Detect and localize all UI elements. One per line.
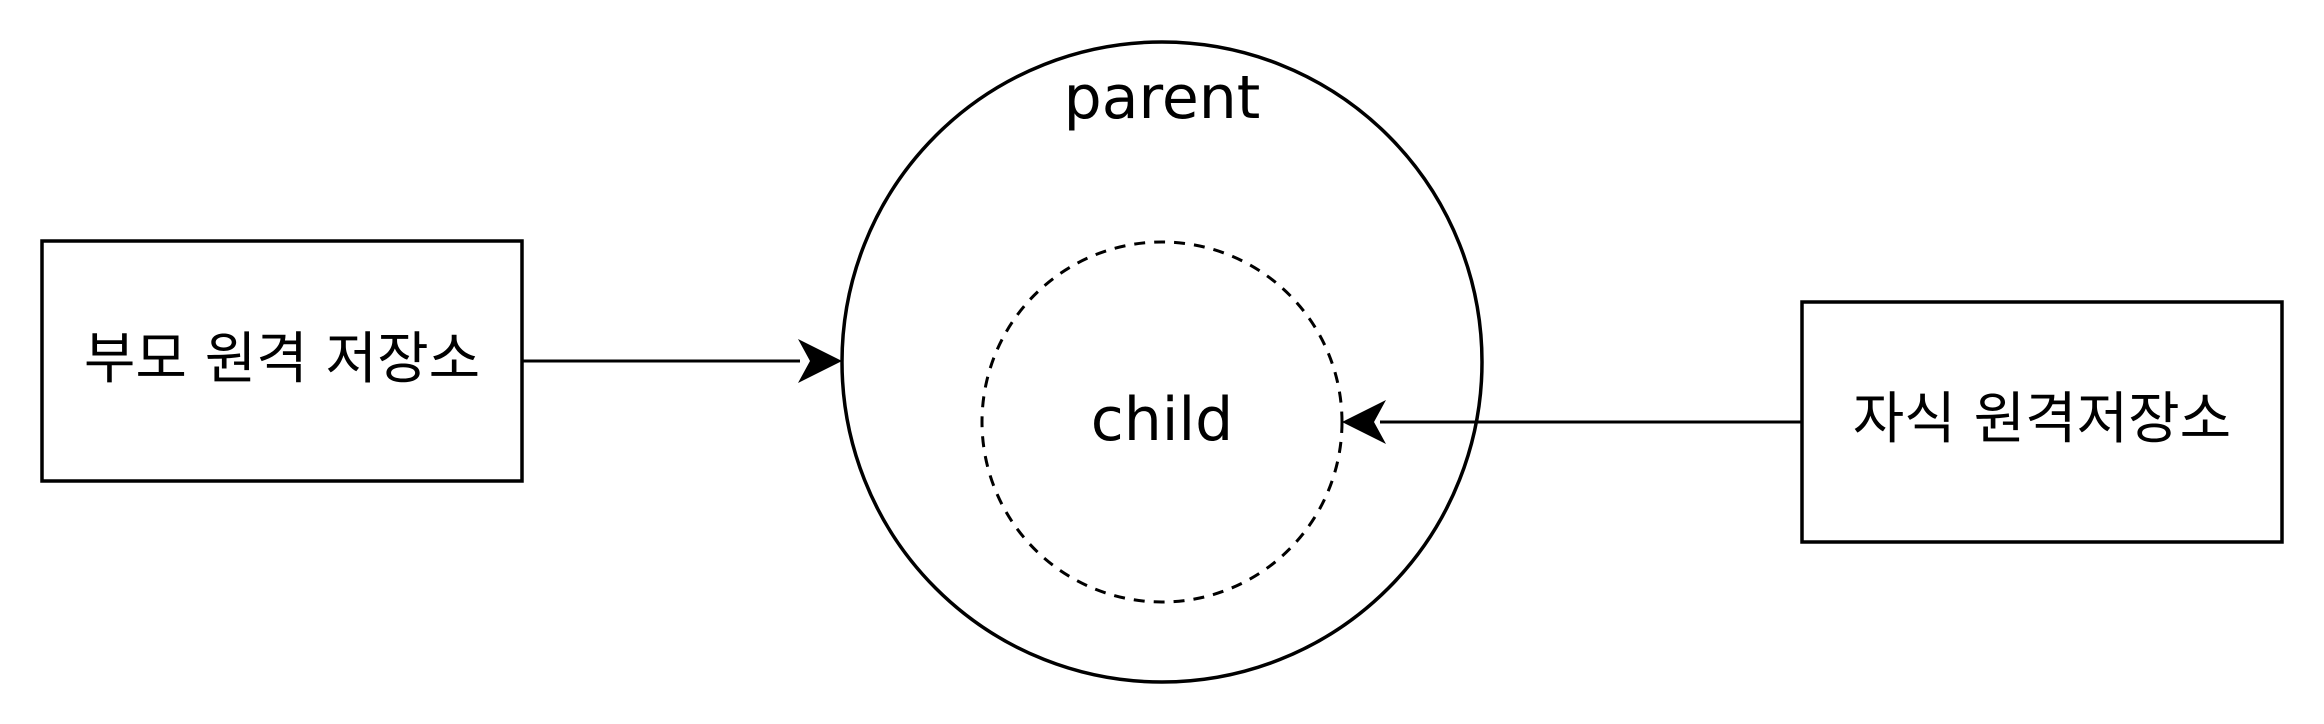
parent-remote-repo-label: 부모 원격 저장소 bbox=[84, 327, 480, 392]
child-remote-arrowhead bbox=[1342, 400, 1386, 444]
parent-repo-circle bbox=[840, 40, 1484, 684]
child-remote-repo-label: 자식 원격저장소 bbox=[1853, 387, 2231, 452]
child-label: child bbox=[1091, 385, 1233, 455]
parent-remote-arrowhead bbox=[798, 339, 842, 383]
parent-label: parent bbox=[1064, 63, 1261, 133]
